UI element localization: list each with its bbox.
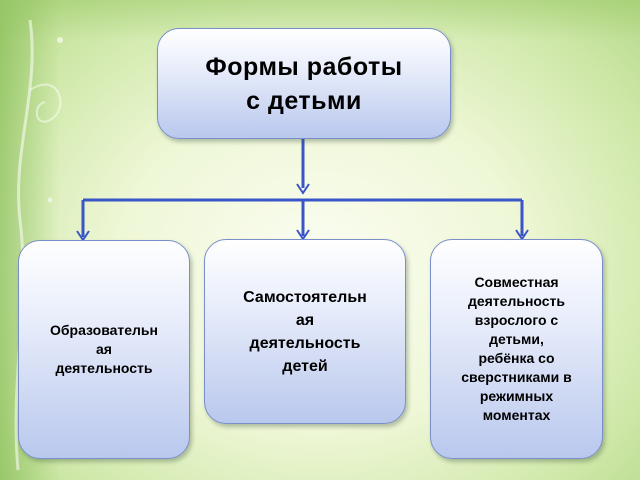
arrowhead-root <box>296 183 310 195</box>
root-node-title: Формы работы с детьми <box>205 52 403 115</box>
child-node-joint: Совместная деятельность взрослого с деть… <box>430 239 603 459</box>
child-node-label: Самостоятельн ая деятельность детей <box>243 288 367 375</box>
child-node-educational: Образовательн ая деятельность <box>18 240 190 459</box>
child-node-independent: Самостоятельн ая деятельность детей <box>204 239 406 424</box>
child-node-label: Образовательн ая деятельность <box>49 322 158 376</box>
child-node-label: Совместная деятельность взрослого с деть… <box>461 274 572 423</box>
root-node: Формы работы с детьми <box>157 28 451 139</box>
